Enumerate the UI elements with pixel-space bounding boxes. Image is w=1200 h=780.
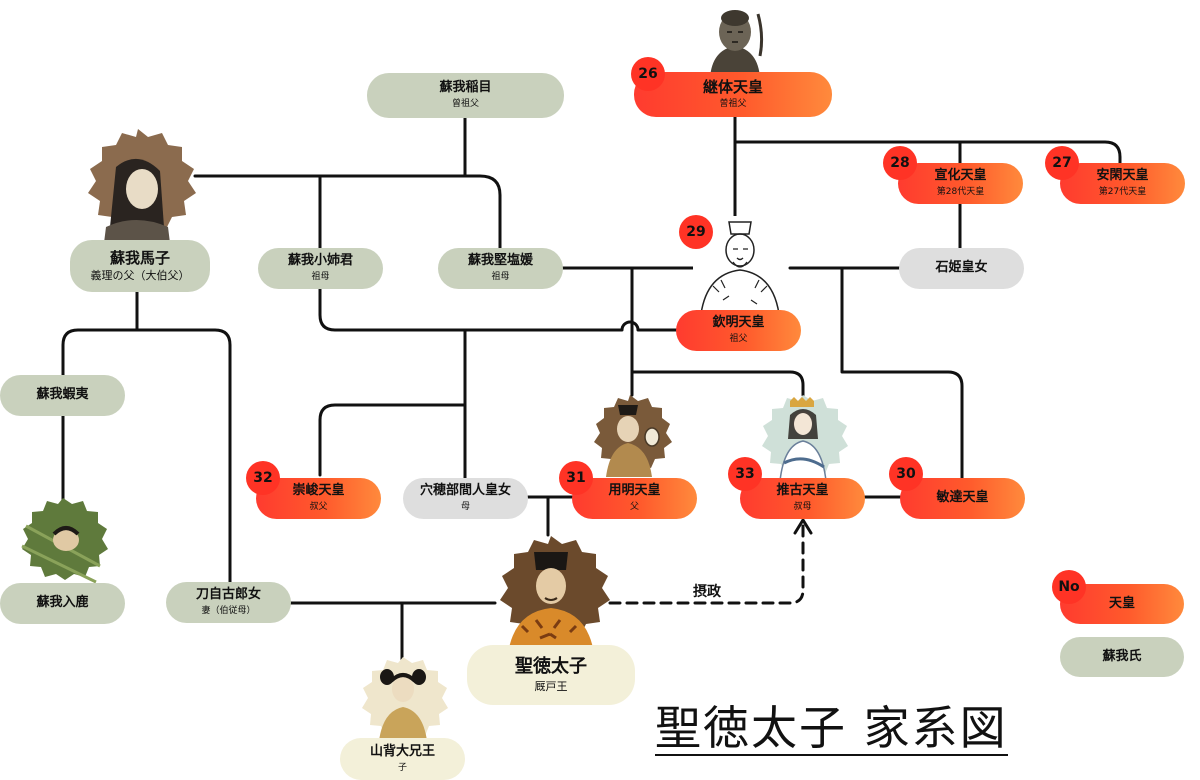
emperor-number-badge: 31 bbox=[559, 461, 593, 495]
node-ishihime: 石姫皇女 bbox=[899, 248, 1024, 289]
line-oane-children bbox=[318, 328, 467, 480]
node-soga-iname: 蘇我稲目 曾祖父 bbox=[367, 73, 564, 118]
node-kinmei: 欽明天皇 祖父 bbox=[676, 310, 801, 351]
node-name: 蘇我蝦夷 bbox=[36, 387, 89, 403]
regent-arrowhead bbox=[793, 518, 813, 535]
suiko-portrait bbox=[762, 395, 848, 482]
node-name: 刀自古郎女 bbox=[195, 587, 261, 603]
node-name: 蘇我馬子 bbox=[109, 248, 170, 267]
node-name: 安閑天皇 bbox=[1096, 168, 1149, 184]
node-relation: 曾祖父 bbox=[451, 99, 479, 110]
node-emishi: 蘇我蝦夷 bbox=[0, 375, 125, 416]
node-name: 蘇我堅塩媛 bbox=[467, 253, 533, 269]
emperor-number-badge: 26 bbox=[631, 57, 665, 91]
node-ankan: 安閑天皇 第27代天皇 bbox=[1060, 163, 1185, 204]
shotoku-taishi-portrait bbox=[500, 536, 610, 654]
node-relation: 叔父 bbox=[309, 502, 328, 513]
node-senka: 宣化天皇 第28代天皇 bbox=[898, 163, 1023, 204]
emperor-number-badge: 27 bbox=[1045, 146, 1079, 180]
node-name: 聖徳太子 bbox=[515, 655, 587, 677]
yamashiro-portrait bbox=[362, 657, 448, 741]
node-oane: 蘇我小姉君 祖母 bbox=[258, 248, 383, 289]
node-name: 山背大兄王 bbox=[369, 743, 435, 759]
node-name: 崇峻天皇 bbox=[292, 483, 345, 499]
node-relation: 第28代天皇 bbox=[936, 187, 985, 198]
line-ishihime-bidatsu bbox=[840, 266, 964, 480]
line-iname-children bbox=[193, 116, 502, 250]
legend-number-badge: No bbox=[1052, 570, 1086, 604]
emperor-number-badge: 30 bbox=[889, 457, 923, 491]
node-iruka: 蘇我入鹿 bbox=[0, 583, 125, 624]
diagram-title: 聖徳太子 家系図 bbox=[655, 701, 1008, 757]
line-keitai-children bbox=[733, 115, 1122, 227]
node-relation: 義理の父（大伯父） bbox=[90, 268, 190, 282]
emperor-number-badge: 28 bbox=[883, 146, 917, 180]
soga-iruka-portrait bbox=[21, 498, 108, 584]
regent-arrow bbox=[608, 523, 805, 605]
emperor-number-badge: 29 bbox=[679, 215, 713, 249]
node-name: 敏達天皇 bbox=[936, 490, 989, 506]
node-name: 穴穂部間人皇女 bbox=[419, 483, 511, 499]
node-kitashihime: 蘇我堅塩媛 祖母 bbox=[438, 248, 563, 289]
soga-umako-portrait bbox=[88, 129, 196, 243]
node-relation: 叔母 bbox=[793, 502, 812, 513]
node-relation: 第27代天皇 bbox=[1098, 187, 1147, 198]
yomei-portrait bbox=[594, 395, 672, 477]
node-soga-umako: 蘇我馬子 義理の父（大伯父） bbox=[70, 240, 210, 292]
node-name: 蘇我小姉君 bbox=[287, 253, 353, 269]
node-yomei: 用明天皇 父 bbox=[572, 478, 697, 519]
line-oane-kinmei bbox=[318, 286, 682, 332]
node-anahobe: 穴穂部間人皇女 母 bbox=[403, 478, 528, 519]
node-name: 推古天皇 bbox=[776, 483, 829, 499]
node-name: 継体天皇 bbox=[702, 78, 763, 97]
node-relation: 曽祖父 bbox=[719, 99, 747, 110]
node-name: 欽明天皇 bbox=[712, 315, 765, 331]
line-anahobe-yomei bbox=[526, 495, 574, 537]
node-relation: 妻（伯従母） bbox=[201, 606, 256, 617]
node-suiko: 推古天皇 叔母 bbox=[740, 478, 865, 519]
node-name: 蘇我入鹿 bbox=[36, 595, 89, 611]
node-relation: 母 bbox=[460, 502, 470, 513]
node-name: 宣化天皇 bbox=[934, 168, 987, 184]
node-relation: 父 bbox=[629, 502, 639, 513]
emperor-number-badge: 33 bbox=[728, 457, 762, 491]
node-relation: 祖父 bbox=[729, 334, 748, 345]
node-name: 蘇我稲目 bbox=[439, 80, 492, 96]
legend-soga-label: 蘇我氏 bbox=[1102, 648, 1142, 664]
node-relation: 祖母 bbox=[311, 272, 330, 283]
keitai-statue-portrait bbox=[710, 10, 764, 78]
legend-soga: 蘇我氏 bbox=[1060, 637, 1184, 677]
node-keitai: 継体天皇 曽祖父 bbox=[634, 72, 832, 117]
node-name: 用明天皇 bbox=[608, 483, 661, 499]
emperor-number-badge: 32 bbox=[246, 461, 280, 495]
regent-label: 摂政 bbox=[693, 584, 721, 600]
node-shotoku-taishi: 聖徳太子 厩戸王 bbox=[467, 645, 635, 705]
line-kitashihime-children bbox=[630, 266, 805, 397]
legend-emperor-label: 天皇 bbox=[1108, 595, 1135, 611]
node-relation: 祖母 bbox=[491, 272, 510, 283]
node-bidatsu: 敏達天皇 bbox=[900, 478, 1025, 519]
node-relation: 厩戸王 bbox=[534, 679, 568, 693]
line-umako-children bbox=[61, 290, 232, 584]
node-tojiko: 刀自古郎女 妻（伯従母） bbox=[166, 582, 291, 623]
node-relation: 子 bbox=[397, 762, 407, 773]
node-name: 石姫皇女 bbox=[935, 260, 988, 276]
node-yamashiro: 山背大兄王 子 bbox=[340, 738, 465, 780]
